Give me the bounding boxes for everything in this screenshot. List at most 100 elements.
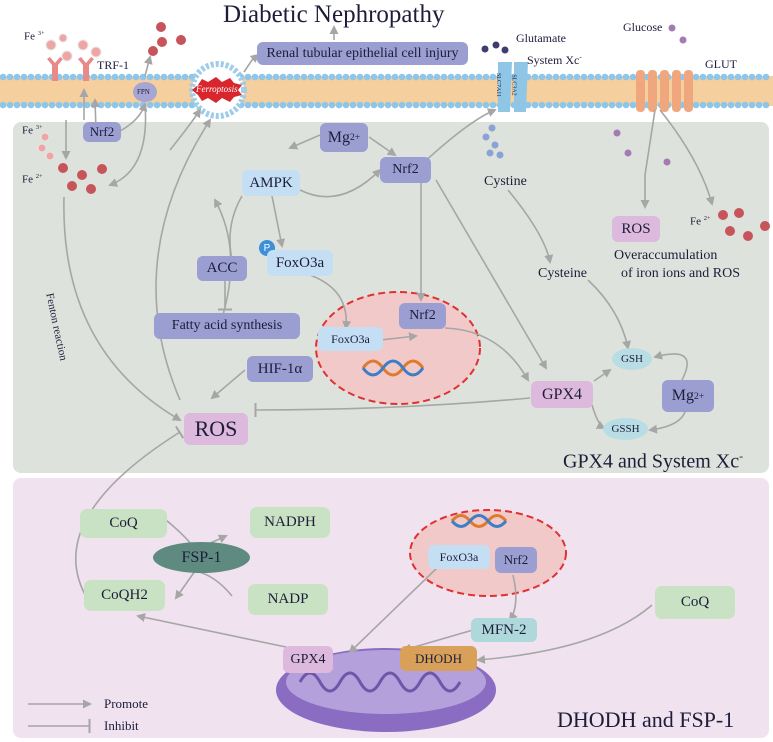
lipid-head <box>265 73 273 81</box>
lipid-head <box>174 101 182 109</box>
lipid-head <box>580 73 588 81</box>
lipid-head <box>153 101 161 109</box>
lipid-head <box>321 73 329 81</box>
lipid-head <box>97 101 105 109</box>
lipid-head <box>741 101 749 109</box>
lipid-head <box>27 101 35 109</box>
lipid-head <box>146 101 154 109</box>
lipid-head <box>125 73 133 81</box>
lipid-head <box>377 73 385 81</box>
lipid-head <box>167 101 175 109</box>
top-panel-title: GPX4 and System Xc- <box>563 449 744 473</box>
glucose-label: Glucose <box>623 20 663 34</box>
lipid-head <box>13 101 21 109</box>
lipid-head <box>482 101 490 109</box>
lipid-head <box>328 73 336 81</box>
lipid-head <box>90 101 98 109</box>
lipid-head <box>0 101 7 109</box>
lipid-head <box>174 73 182 81</box>
lipid-head <box>573 73 581 81</box>
lipid-head <box>55 101 63 109</box>
ros-main-box: ROS <box>184 413 248 445</box>
glucose-molecules <box>613 24 687 166</box>
lipid-head <box>111 101 119 109</box>
lipid-head <box>727 73 735 81</box>
lipid-head <box>167 73 175 81</box>
lipid-head <box>601 101 609 109</box>
lipid-head <box>608 101 616 109</box>
lipid-head <box>734 73 742 81</box>
lipid-head <box>279 101 287 109</box>
lipid-head <box>573 101 581 109</box>
lipid-head <box>0 73 7 81</box>
lipid-head <box>13 73 21 81</box>
lipid-head <box>412 101 420 109</box>
lipid-head <box>104 101 112 109</box>
coq-right-box: CoQ <box>655 586 735 619</box>
ampk-box: AMPK <box>242 170 300 196</box>
lipid-head <box>762 101 770 109</box>
slc3a2-label: SLC3A2 <box>510 74 517 96</box>
lipid-head <box>531 73 539 81</box>
lipid-head <box>615 73 623 81</box>
lipid-head <box>622 73 630 81</box>
nucleus-nrf2-box: Nrf2 <box>399 303 446 329</box>
cell-membrane <box>0 73 773 109</box>
lipid-head <box>272 73 280 81</box>
lipid-head <box>419 73 427 81</box>
lipid-head <box>118 101 126 109</box>
lipid-head <box>251 101 259 109</box>
foxo3a-box: FoxO3a <box>267 250 333 276</box>
lipid-head <box>412 73 420 81</box>
lipid-head <box>454 73 462 81</box>
gssh-oval: GSSH <box>603 418 648 440</box>
lipid-head <box>314 101 322 109</box>
nadph-box: NADPH <box>250 507 330 538</box>
lipid-head <box>6 101 14 109</box>
lipid-head <box>314 73 322 81</box>
lipid-head <box>363 73 371 81</box>
lipid-head <box>461 101 469 109</box>
lipid-head <box>426 73 434 81</box>
lipid-head <box>41 101 49 109</box>
lipid-head <box>706 101 714 109</box>
gsh-oval: GSH <box>612 348 652 370</box>
lipid-head <box>132 101 140 109</box>
lipid-head <box>440 73 448 81</box>
lipid-head <box>391 73 399 81</box>
lipid-head <box>475 101 483 109</box>
lipid-head <box>755 101 763 109</box>
lipid-head <box>356 73 364 81</box>
ros-right-box: ROS <box>612 216 660 242</box>
gpx4-box: GPX4 <box>531 381 593 408</box>
lipid-head <box>76 73 84 81</box>
lipid-head <box>692 101 700 109</box>
lipid-head <box>62 101 70 109</box>
lipid-head <box>755 73 763 81</box>
lipid-head <box>48 101 56 109</box>
overaccumulation-line-2: of iron ions and ROS <box>621 266 740 281</box>
glutamate-label: Glutamate <box>516 31 566 45</box>
fe3-label: Fe 3+ <box>22 124 43 137</box>
lipid-head <box>251 73 259 81</box>
fpn-channel <box>133 82 157 102</box>
coqh2-box: CoQH2 <box>84 580 165 611</box>
fatty-acid-box: Fatty acid synthesis <box>154 313 300 339</box>
ferroptosis-vesicle <box>189 61 247 119</box>
lipid-head <box>440 101 448 109</box>
lipid-head <box>90 73 98 81</box>
lipid-head <box>489 73 497 81</box>
bottom-panel-title: DHODH and FSP-1 <box>557 707 735 732</box>
lipid-head <box>447 73 455 81</box>
lipid-head <box>594 101 602 109</box>
lipid-head <box>34 101 42 109</box>
lipid-head <box>699 73 707 81</box>
lipid-head <box>524 101 532 109</box>
lipid-head <box>181 73 189 81</box>
lipid-head <box>468 101 476 109</box>
bottom-nucleus-foxo3a-box: FoxO3a <box>428 545 490 569</box>
lipid-head <box>706 73 714 81</box>
